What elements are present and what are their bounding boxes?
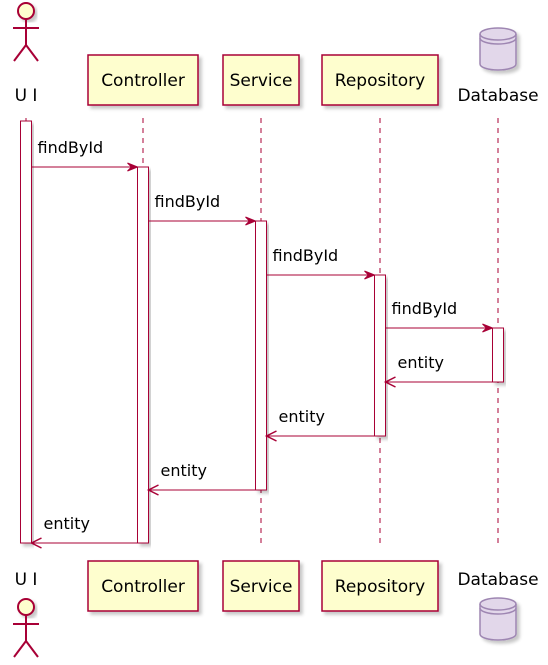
arrowhead-filled [364, 270, 376, 280]
database-icon [479, 597, 517, 641]
participant-ui: U I [13, 2, 39, 106]
message-label: findById [38, 138, 104, 157]
actor-icon [13, 2, 39, 62]
participant-label: Service [230, 577, 293, 597]
message-ui-to-controller: findById [31, 138, 139, 172]
activation-bar-controller [137, 166, 149, 544]
participant-service: Service [222, 560, 300, 612]
participant-controller: Controller [87, 54, 199, 106]
arrowhead-filled [127, 162, 139, 172]
activation-bar-repository [374, 274, 386, 437]
message-service-to-repository: findById [266, 246, 376, 280]
activation-bar-ui [20, 120, 32, 544]
participant-box [321, 560, 439, 612]
message-label: entity [398, 353, 444, 372]
message-label: findById [273, 246, 339, 265]
database-icon [479, 27, 517, 71]
participant-controller: Controller [87, 560, 199, 612]
participant-box [321, 54, 439, 106]
arrowhead-open [29, 537, 42, 549]
actor-icon [13, 598, 39, 658]
participant-repository: Repository [321, 54, 439, 106]
message-controller-to-service: findById [148, 192, 257, 226]
message-repository-to-database: findById [385, 299, 494, 333]
participant-label: Database [457, 570, 538, 590]
arrowhead-filled [482, 323, 494, 333]
arrowhead-open [383, 376, 396, 388]
participant-label: Repository [335, 577, 425, 597]
participant-service: Service [222, 54, 300, 106]
arrowhead-open [146, 484, 159, 496]
participant-box [87, 560, 199, 612]
participant-box [222, 54, 300, 106]
participant-label: Service [230, 71, 293, 91]
participants-bottom: U I Controller Service Repository Database [13, 560, 539, 658]
arrowhead-open [264, 430, 277, 442]
participant-database: Database [457, 570, 539, 641]
participant-box [87, 54, 199, 106]
arrowhead-filled [245, 216, 257, 226]
activation-bar-database [492, 327, 504, 383]
participant-label: U I [15, 86, 38, 106]
activation-bar-service [255, 220, 267, 491]
message-controller-to-ui: entity [29, 514, 138, 549]
participant-database: Database [457, 27, 539, 106]
message-label: entity [279, 407, 325, 426]
message-label: findById [155, 192, 221, 211]
message-label: findById [392, 299, 458, 318]
participant-label: Controller [101, 577, 185, 597]
message-repository-to-service: entity [264, 407, 375, 442]
participant-label: U I [15, 570, 38, 590]
participant-ui: U I [13, 570, 39, 658]
message-label: entity [161, 461, 207, 480]
message-label: entity [44, 514, 90, 533]
participant-label: Database [457, 86, 538, 106]
participant-box [222, 560, 300, 612]
message-service-to-controller: entity [146, 461, 256, 496]
participant-repository: Repository [321, 560, 439, 612]
activation-bars [20, 120, 504, 544]
participant-label: Repository [335, 71, 425, 91]
message-database-to-repository: entity [383, 353, 493, 388]
messages: findById findById findById findById entity en… [29, 138, 494, 549]
participant-label: Controller [101, 71, 185, 91]
